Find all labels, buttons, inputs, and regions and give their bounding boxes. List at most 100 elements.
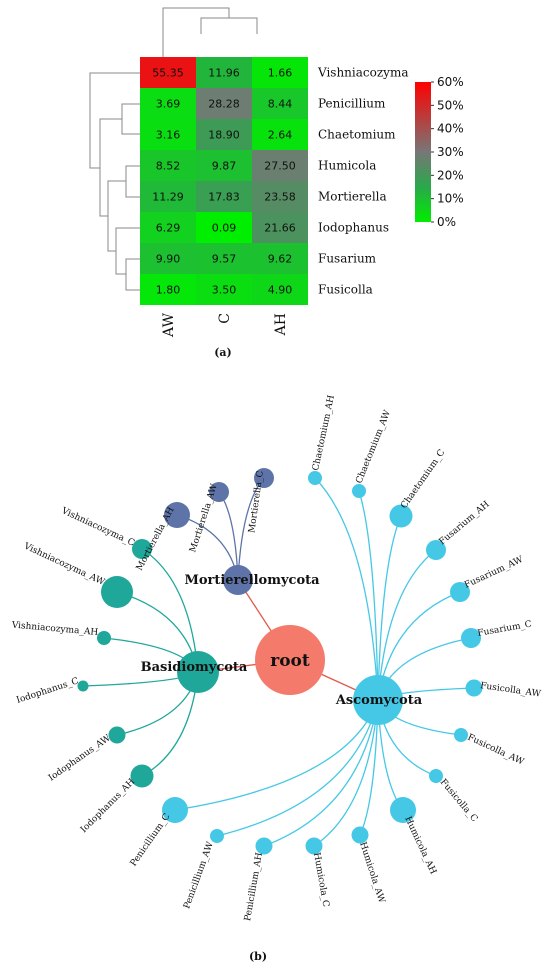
leaf-label-fusicolla-aw: Fusicolla_AW [480,681,543,699]
heatmap-value-mortierella-ah: 23.58 [264,191,296,204]
leaf-label-iodophanus-ah: Iodophanus_AH [79,777,137,835]
legend-tick-40: 40% [437,122,464,136]
group-label-ascomycota: Ascomycota [335,693,423,708]
leaf-label-iodophanus-aw: Iodophanus_AW [47,733,113,784]
row-dendrogram [89,72,140,291]
leaf-node-fusicolla-aw [454,728,468,742]
dendro-row-hm-iff [107,180,126,252]
heatmap-cell-chaetomium-aw [140,119,196,150]
heatmap-cell-penicillium-ah [252,88,308,119]
heatmap-cell-humicola-aw [140,150,196,181]
col-label-aw: AW [161,312,177,338]
heatmap-value-iodophanus-c: 0.09 [212,222,237,235]
heatmap-value-iodophanus-ah: 21.66 [264,222,296,235]
heatmap-value-fusicolla-ah: 4.90 [268,284,293,297]
edge-ascomycota-penicillium-ah [263,699,379,847]
heatmap-value-humicola-aw: 8.52 [156,160,181,173]
heatmap-cell-mortierella-c [196,181,252,212]
group-node-basidiomycota [177,651,219,693]
leaf-node-fusarium-aw [450,582,470,602]
legend-tick-20: 20% [437,168,464,182]
color-legend: 60% 50% 40% 30% 20% 10% 0% [415,75,464,229]
group-label-basidiomycota: Basidiomycota [141,660,248,675]
legend-tick-10: 10% [437,192,464,206]
row-label-fusarium: Fusarium [318,252,377,266]
leaf-label-penicillium-aw: Penicillium_AW [182,840,216,910]
dendro-col-merge-root [162,7,230,60]
heatmap-cell-iodophanus-c [196,212,252,243]
leaf-node-fusarium-ah [426,540,446,560]
legend-colorbar [415,82,431,222]
row-label-fusicolla: Fusicolla [318,283,373,297]
leaf-node-mortierella-aw [209,482,229,502]
heatmap-value-fusicolla-c: 3.50 [212,284,237,297]
edge-ascomycota-penicillium-c [174,699,379,811]
row-label-vishniacozyma: Vishniacozyma [317,66,408,80]
heatmap-value-humicola-c: 9.87 [212,160,237,173]
leaf-label-vishniacozyma-c: Vishniacozyma_C [59,506,136,549]
leaf-label-fusicolla-c: Fusicolla_C [438,778,479,825]
panel-a-label: (a) [214,346,232,359]
heatmap-value-fusicolla-aw: 1.80 [156,284,181,297]
legend-tick-30: 30% [437,145,464,159]
row-label-chaetomium: Chaetomium [318,128,396,142]
column-dendrogram [162,7,258,60]
heatmap-value-vishniacozyma-c: 11.96 [208,67,240,80]
leaf-node-iodophanus-c [77,680,89,692]
heatmap-value-chaetomium-ah: 2.64 [268,129,293,142]
leaf-label-fusarium-aw: Fusarium_AW [463,555,525,591]
panel-b-label: (b) [249,950,267,963]
heatmap-cell-fusarium-c [196,243,252,274]
heatmap-cell-fusicolla-aw [140,274,196,305]
leaf-node-iodophanus-aw [108,726,126,744]
heatmap-value-fusarium-aw: 9.90 [156,253,181,266]
heatmap-value-penicillium-aw: 3.69 [156,98,181,111]
heatmap-cell-humicola-ah [252,150,308,181]
col-label-c: C [217,313,233,324]
heatmap-cell-vishniacozyma-c [196,57,252,88]
dendro-row-pc-rest [99,118,122,217]
leaf-label-chaetomium-ah: Chaetomium_AH [311,394,337,472]
leaf-node-penicillium-c [162,797,188,823]
heatmap-value-iodophanus-aw: 6.29 [156,222,181,235]
row-label-humicola: Humicola [318,159,376,173]
root-label: root [270,651,310,671]
heatmap-cell-fusicolla-c [196,274,252,305]
leaf-label-mortierella-c: Mortierella_C [247,470,266,534]
leaf-node-penicillium-aw [210,829,224,843]
group-node-ascomycota [353,675,403,725]
leaf-node-chaetomium-aw [352,484,366,498]
heatmap-value-vishniacozyma-aw: 55.35 [152,67,184,80]
leaf-label-humicola-ah: Humicola_AH [402,815,438,876]
heatmap-cell-penicillium-c [196,88,252,119]
edge-ascomycota-humicola-c [313,699,379,847]
leaf-label-chaetomium-aw: Chaetomium_AW [355,408,394,485]
dendro-row-root [89,72,140,169]
heatmap-cell-iodophanus-aw [140,212,196,243]
heatmap-cell-iodophanus-ah [252,212,308,243]
heatmap-value-penicillium-ah: 8.44 [268,98,293,111]
leaf-label-vishniacozyma-ah: Vishniacozyma_AH [10,620,98,638]
heatmap-cell-mortierella-aw [140,181,196,212]
heatmap-value-fusarium-c: 9.57 [212,253,237,266]
edge-ascomycota-chaetomium-ah [314,477,379,701]
legend-tick-60: 60% [437,75,464,89]
heatmap-cell-chaetomium-ah [252,119,308,150]
heatmap-cell-mortierella-ah [252,181,308,212]
leaf-node-mortierella-c [254,468,274,488]
legend-tick-0: 0% [437,215,456,229]
leaf-label-penicillium-ah: Penicillium_AH [243,852,265,922]
row-label-iodophanus: Iodophanus [318,221,389,235]
leaf-node-fusicolla-aw [465,679,483,697]
group-label-mortierellomycota: Mortierellomycota [184,573,320,588]
leaf-node-penicillium-ah [255,837,273,855]
legend-tick-50: 50% [437,98,464,112]
heatmap-value-chaetomium-aw: 3.16 [156,129,181,142]
dendro-row-pen-chae [121,103,140,135]
heatmap-value-penicillium-c: 28.28 [208,98,240,111]
legend-ticks: 60% 50% 40% 30% 20% 10% 0% [431,75,464,229]
